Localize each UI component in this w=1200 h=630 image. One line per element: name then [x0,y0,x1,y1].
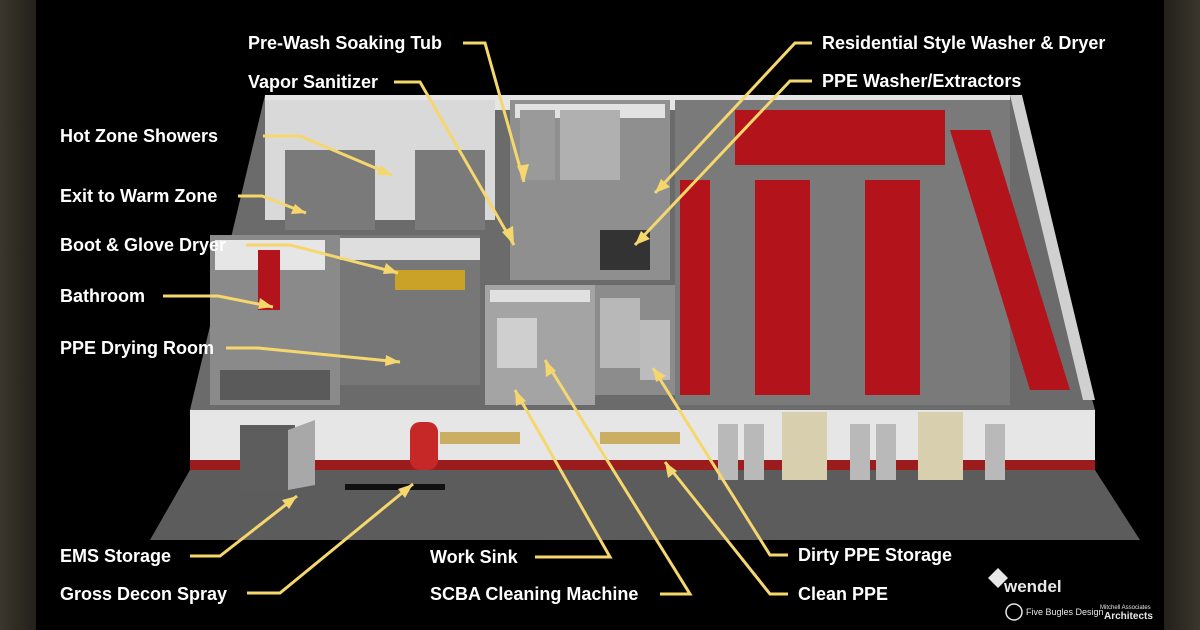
leader-clean-ppe [663,461,788,596]
arrow-boot [383,263,398,274]
right-frame-edge [1164,0,1200,630]
wendel-wordmark: wendel [1003,577,1062,596]
label-dirty-ppe-storage: Dirty PPE Storage [798,545,952,565]
label-ppe-washer-extractors: PPE Washer/Extractors [822,71,1021,91]
left-frame-edge [0,0,36,630]
right-wall [1010,95,1095,400]
mitchell-logo: Mitchell Associates Architects [1100,605,1153,622]
arrow-ppe-drying [385,355,400,366]
label-exit-to-warm-zone: Exit to Warm Zone [60,186,217,206]
leader-boot [246,243,399,275]
leader-dirty-ppe [651,367,788,557]
leader-exit [238,194,307,215]
label-gross-decon-spray: Gross Decon Spray [60,584,227,604]
label-ems-storage: EMS Storage [60,546,171,566]
leader-ppe-washer [633,79,812,247]
wendel-mark-icon [988,568,1008,588]
label-vapor-sanitizer: Vapor Sanitizer [248,72,378,92]
five-bugles-wordmark: Five Bugles Design [1026,607,1104,617]
label-scba-cleaning-machine: SCBA Cleaning Machine [430,584,638,604]
arrow-exit [291,204,306,214]
arrow-showers [377,165,392,175]
leader-vapor [394,80,516,246]
arrow-ems [282,496,297,509]
leader-ems [190,494,298,558]
five-bugles-seal-icon [1005,603,1023,621]
arrow-dirty-ppe [653,368,666,382]
arrow-vapor [502,226,514,245]
left-rooms [210,100,495,405]
arrow-bathroom [258,298,273,309]
leader-bathroom [163,294,274,309]
mitchell-wordmark: Architects [1104,611,1153,622]
leader-arrowheads [258,164,677,509]
arrow-pre-wash [517,164,529,182]
five-bugles-logo: Five Bugles Design [1005,603,1104,621]
arrow-ppe-washer [635,231,650,245]
arrow-washer-dryer [655,179,670,193]
leader-work-sink [513,389,613,559]
front-wall [190,410,1095,490]
leader-ppe-drying [226,346,401,364]
leader-pre-wash [463,41,526,183]
arrow-work-sink [515,390,526,406]
leader-showers [263,134,393,177]
label-work-sink: Work Sink [430,547,519,567]
arrow-scba [545,360,556,377]
leader-lines [163,41,812,596]
center-core [485,100,675,405]
mitchell-small-text: Mitchell Associates [1100,605,1151,611]
arrow-clean-ppe [665,462,677,478]
label-hot-zone-showers: Hot Zone Showers [60,126,218,146]
label-boot-glove-dryer: Boot & Glove Dryer [60,235,226,255]
arrow-gross [398,484,413,498]
leader-scba [543,359,693,596]
wendel-logo: wendel [988,568,1062,596]
label-pre-wash-soaking-tub: Pre-Wash Soaking Tub [248,33,442,53]
label-residential-washer-dryer: Residential Style Washer & Dryer [822,33,1105,53]
labels: Pre-Wash Soaking Tub Vapor Sanitizer Hot… [60,33,1105,604]
leader-gross [247,482,414,595]
locker-room [675,100,1070,405]
label-bathroom: Bathroom [60,286,145,306]
label-clean-ppe: Clean PPE [798,584,888,604]
leader-washer-dryer [653,41,812,195]
label-ppe-drying-room: PPE Drying Room [60,338,214,358]
